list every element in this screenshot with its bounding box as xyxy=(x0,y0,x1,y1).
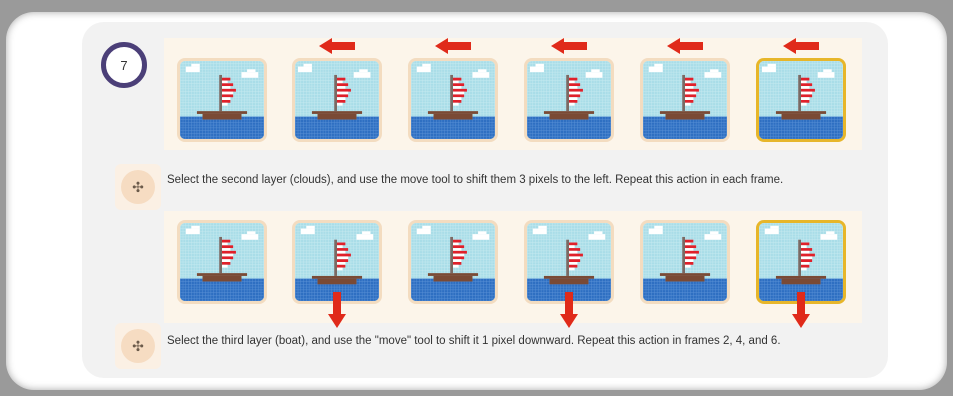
arrow-down-icon xyxy=(560,292,578,333)
animation-frame-3[interactable] xyxy=(408,58,498,142)
step-number: 7 xyxy=(120,58,127,73)
animation-frame-3[interactable] xyxy=(408,220,498,304)
animation-frame-1[interactable] xyxy=(177,58,267,142)
animation-frame-5[interactable] xyxy=(640,220,730,304)
animation-frame-5[interactable] xyxy=(640,58,730,142)
arrow-left-icon xyxy=(783,38,819,59)
move-icon: ✣ xyxy=(121,329,155,363)
arrow-down-icon xyxy=(328,292,346,333)
instruction-clouds: Select the second layer (clouds), and us… xyxy=(167,173,847,187)
animation-frame-4[interactable] xyxy=(524,58,614,142)
step-number-badge: 7 xyxy=(101,42,147,88)
animation-frame-1[interactable] xyxy=(177,220,267,304)
arrow-left-icon xyxy=(667,38,703,59)
animation-frame-6[interactable] xyxy=(756,58,846,142)
arrow-left-icon xyxy=(435,38,471,59)
instruction-boat: Select the third layer (boat), and use t… xyxy=(167,334,847,348)
arrow-down-icon xyxy=(792,292,810,333)
animation-frame-2[interactable] xyxy=(292,58,382,142)
move-icon: ✣ xyxy=(121,170,155,204)
arrow-left-icon xyxy=(319,38,355,59)
arrow-left-icon xyxy=(551,38,587,59)
